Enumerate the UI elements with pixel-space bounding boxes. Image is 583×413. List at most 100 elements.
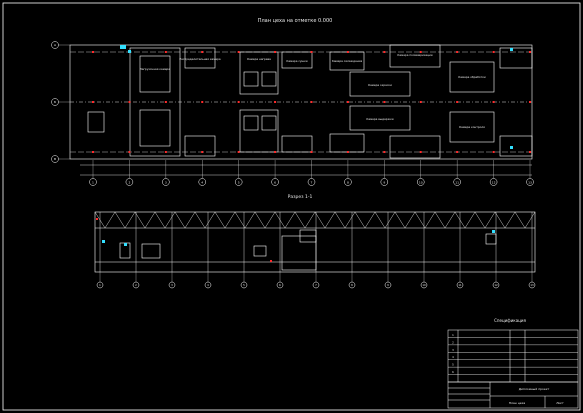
spec-table	[447, 329, 579, 383]
column-marker	[456, 101, 459, 103]
truss-diagonal	[104, 211, 116, 229]
truss-diagonal	[434, 211, 446, 229]
section-axis-label: 3	[171, 283, 173, 287]
column-marker	[529, 151, 531, 153]
column-marker	[346, 151, 349, 153]
truss-diagonal	[314, 211, 326, 229]
truss-diagonal	[244, 211, 256, 229]
column-marker	[383, 51, 386, 53]
plan-axis-label: 13	[528, 180, 532, 184]
plan-axis-bubble	[125, 178, 134, 186]
plan-axis-label: 7	[311, 180, 313, 184]
column-marker	[419, 51, 422, 53]
column-marker	[346, 51, 349, 53]
truss-diagonal	[184, 211, 196, 229]
plan-axis-bubble	[344, 178, 352, 186]
column-marker	[201, 101, 204, 103]
plan-cyan-markers	[120, 45, 513, 149]
stamp-title: Дипломный проект	[519, 387, 550, 391]
title-block	[447, 381, 579, 409]
spec-row-number: 2	[452, 340, 454, 344]
spec-row-number: 6	[452, 370, 454, 374]
column-marker	[128, 151, 131, 153]
column-marker	[164, 151, 167, 153]
section-cyan-markers	[102, 230, 495, 246]
truss-diagonal	[384, 211, 396, 229]
plan-label-7: Камера полимеризации	[397, 53, 432, 57]
plan-label-8: Камера обработки	[458, 75, 486, 79]
column-marker	[201, 151, 204, 153]
column-marker	[92, 51, 94, 53]
truss-diagonal	[424, 211, 436, 229]
plan-axis-label: 9	[383, 180, 385, 184]
column-marker	[529, 51, 531, 53]
section-axis-bubble	[132, 281, 140, 289]
section-axis-bubble	[384, 281, 392, 289]
column-marker	[310, 151, 313, 153]
column-marker	[201, 51, 204, 53]
plan-label-2: Распределительная камера	[179, 57, 220, 61]
column-marker	[456, 51, 459, 53]
truss-diagonal	[114, 211, 126, 229]
plan-dimension-line	[80, 164, 532, 176]
section-axis-bubble	[312, 281, 320, 289]
column-marker	[92, 101, 94, 103]
plan-label-3: Камера нагрева	[247, 57, 271, 61]
section-axis-bubble	[456, 281, 464, 289]
truss-diagonal	[464, 211, 476, 229]
stamp-sheet-no: Лист	[556, 401, 564, 405]
section-axis-label: 2	[135, 283, 137, 287]
section-axis-label: 6	[279, 283, 281, 287]
truss-diagonal	[344, 211, 356, 229]
truss-diagonal	[214, 211, 226, 229]
truss-diagonal	[444, 211, 456, 229]
plan-axis-label: 1	[92, 180, 94, 184]
section-equipment	[119, 229, 497, 271]
truss-diagonal	[264, 211, 276, 229]
column-marker	[274, 101, 277, 103]
truss-diagonal	[394, 211, 406, 229]
truss-diagonal	[404, 211, 416, 229]
column-marker	[274, 151, 277, 153]
truss-diagonal	[304, 211, 316, 229]
section-axis-label: 7	[315, 283, 317, 287]
section-axis-label: 8	[351, 283, 353, 287]
plan-block-labels: Загрузочная камера Распределительная кам…	[140, 53, 486, 129]
plan-axis-bubble	[307, 178, 316, 186]
plan-axis-label: 11	[455, 180, 459, 184]
plan-axis-bubble	[380, 178, 389, 186]
stamp-sheet-name: План цеха	[509, 401, 526, 405]
plan-axis-bubble	[234, 178, 243, 186]
column-marker	[346, 101, 349, 103]
column-marker	[128, 101, 131, 103]
column-marker	[456, 151, 459, 153]
plan-label-10: Камера контроля	[459, 125, 485, 129]
column-marker	[237, 51, 240, 53]
column-marker	[419, 151, 422, 153]
section-axis-label: 5	[243, 283, 245, 287]
section-axis-label: 9	[387, 283, 389, 287]
plan-axis-label: 8	[347, 180, 349, 184]
truss-diagonal	[204, 211, 216, 229]
plan-label-4: Камера сушки	[286, 59, 307, 63]
truss-diagonal	[164, 211, 176, 229]
plan-axis-bubble	[526, 178, 534, 186]
plan-axis-label: 12	[492, 180, 496, 184]
truss-diagonal	[364, 211, 376, 229]
section-axis-bubble	[420, 281, 428, 289]
truss-diagonal	[294, 211, 306, 229]
truss-diagonal	[514, 211, 526, 229]
row-axis-bubble	[51, 155, 59, 163]
section-axis-bubble	[240, 281, 248, 289]
truss-diagonal	[414, 211, 426, 229]
plan-axis-label: 10	[419, 180, 423, 184]
plan-axis-bubble	[198, 178, 206, 186]
spec-row-number: 5	[452, 363, 454, 367]
plan-axis-bubble	[89, 178, 97, 186]
section-axis-bubble	[204, 281, 212, 289]
plan-title: План цеха на отметке 0.000	[258, 18, 333, 24]
plan-axis-bubble	[162, 178, 170, 186]
